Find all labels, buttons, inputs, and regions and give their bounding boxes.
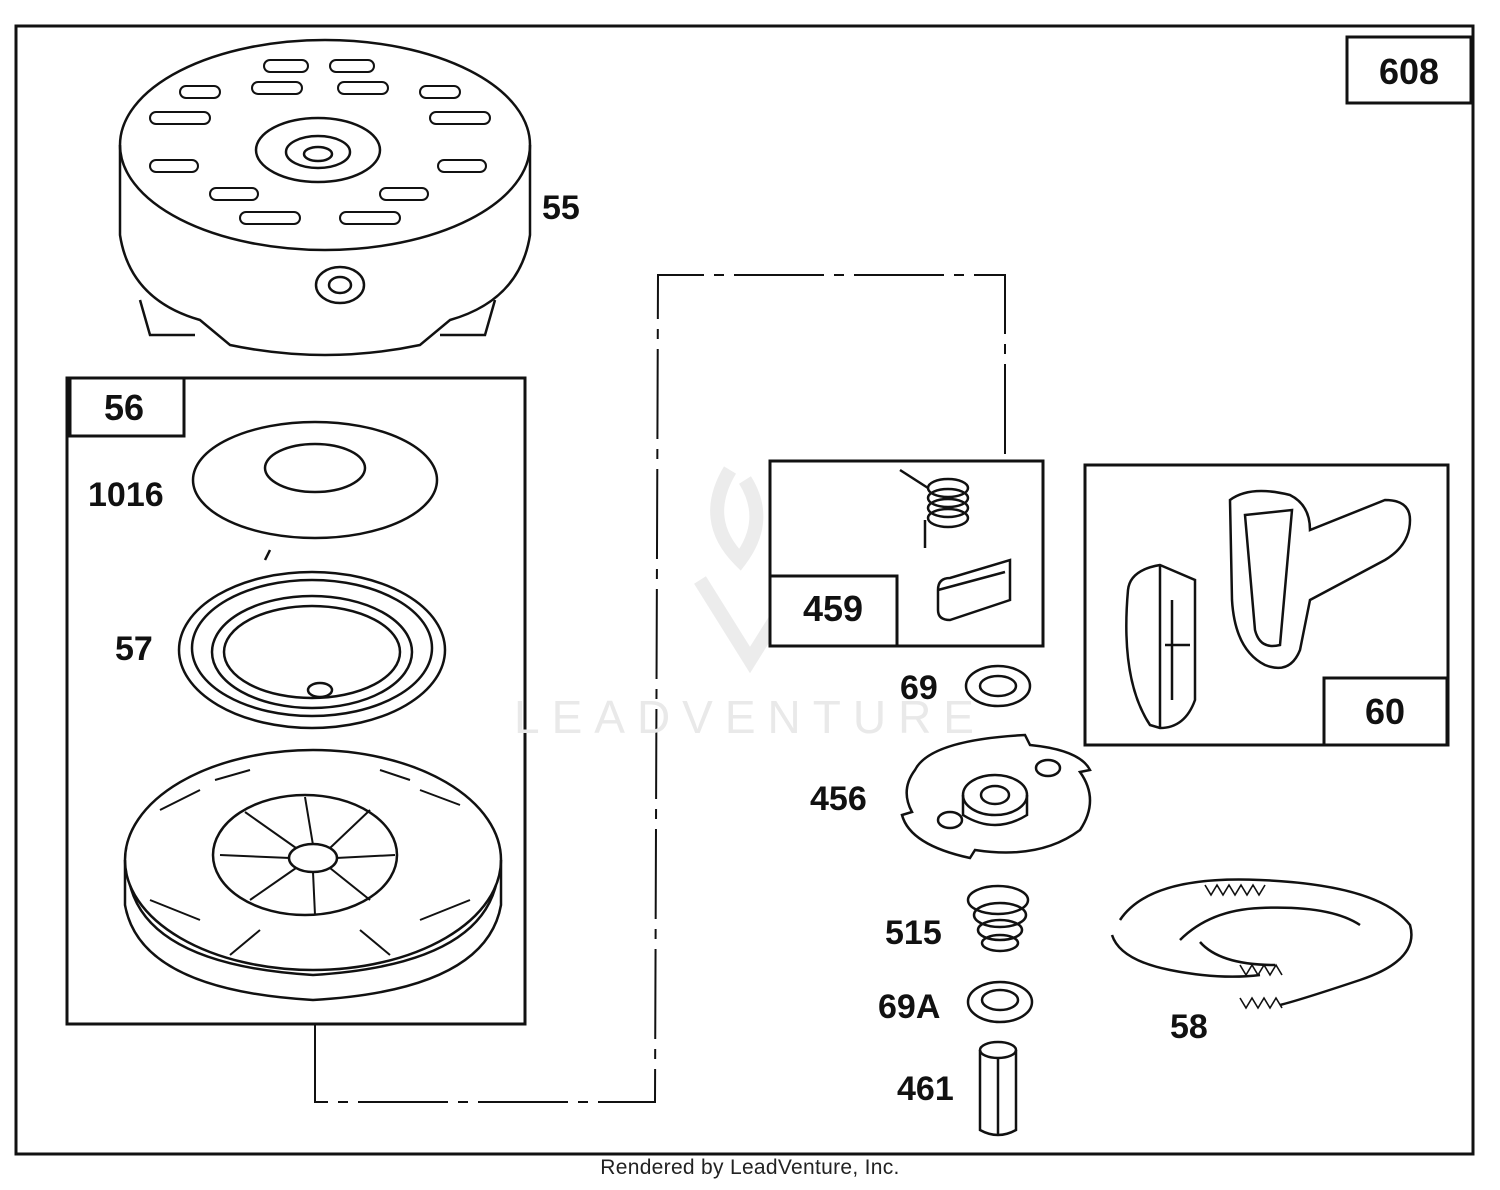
handle-kit-number-box: 60 [1322, 676, 1449, 747]
part-label-housing: 55 [542, 189, 580, 227]
washer-69-part [964, 664, 1032, 708]
part-label-pin: 461 [897, 1070, 954, 1108]
handle-kit-box [1083, 463, 1450, 747]
starter-kit-box [65, 376, 527, 1026]
part-label-washer-69: 69 [900, 669, 938, 707]
pin-part [978, 1040, 1018, 1137]
part-label-spring-515: 515 [885, 914, 942, 952]
outer-frame [14, 24, 1475, 1156]
handle-insert-part [1125, 563, 1197, 730]
starter-handle-part [1228, 489, 1412, 670]
pawl-spring-part [899, 468, 970, 548]
part-label-rewind-spring: 57 [115, 630, 153, 668]
starter-housing [118, 38, 532, 357]
pawl-part [936, 558, 1012, 622]
spring-515-part [966, 884, 1030, 953]
starter-cord-part [1110, 878, 1413, 1010]
part-label-washer: 1016 [88, 476, 164, 514]
handle-kit-number: 60 [1365, 691, 1405, 732]
pawl-kit-number-box: 459 [768, 574, 899, 648]
retainer-part [900, 733, 1092, 860]
rewind-spring-part [177, 549, 447, 730]
assembly-number: 608 [1379, 51, 1439, 92]
washer-part [191, 420, 439, 540]
part-label-retainer: 456 [810, 780, 867, 818]
footer-credit: Rendered by LeadVenture, Inc. [600, 1156, 900, 1179]
pawl-kit-number: 459 [803, 588, 863, 629]
pulley-part [123, 748, 503, 1002]
part-label-starter-cord: 58 [1170, 1008, 1208, 1046]
pawl-kit-box [768, 459, 1045, 648]
starter-kit-number: 56 [104, 387, 144, 428]
part-label-washer-69a: 69A [878, 988, 940, 1026]
starter-kit-number-box: 56 [68, 376, 186, 438]
washer-69a-part [966, 980, 1034, 1024]
assembly-number-box: 608 [1345, 35, 1473, 105]
assembly-connector-line [314, 274, 1006, 1103]
